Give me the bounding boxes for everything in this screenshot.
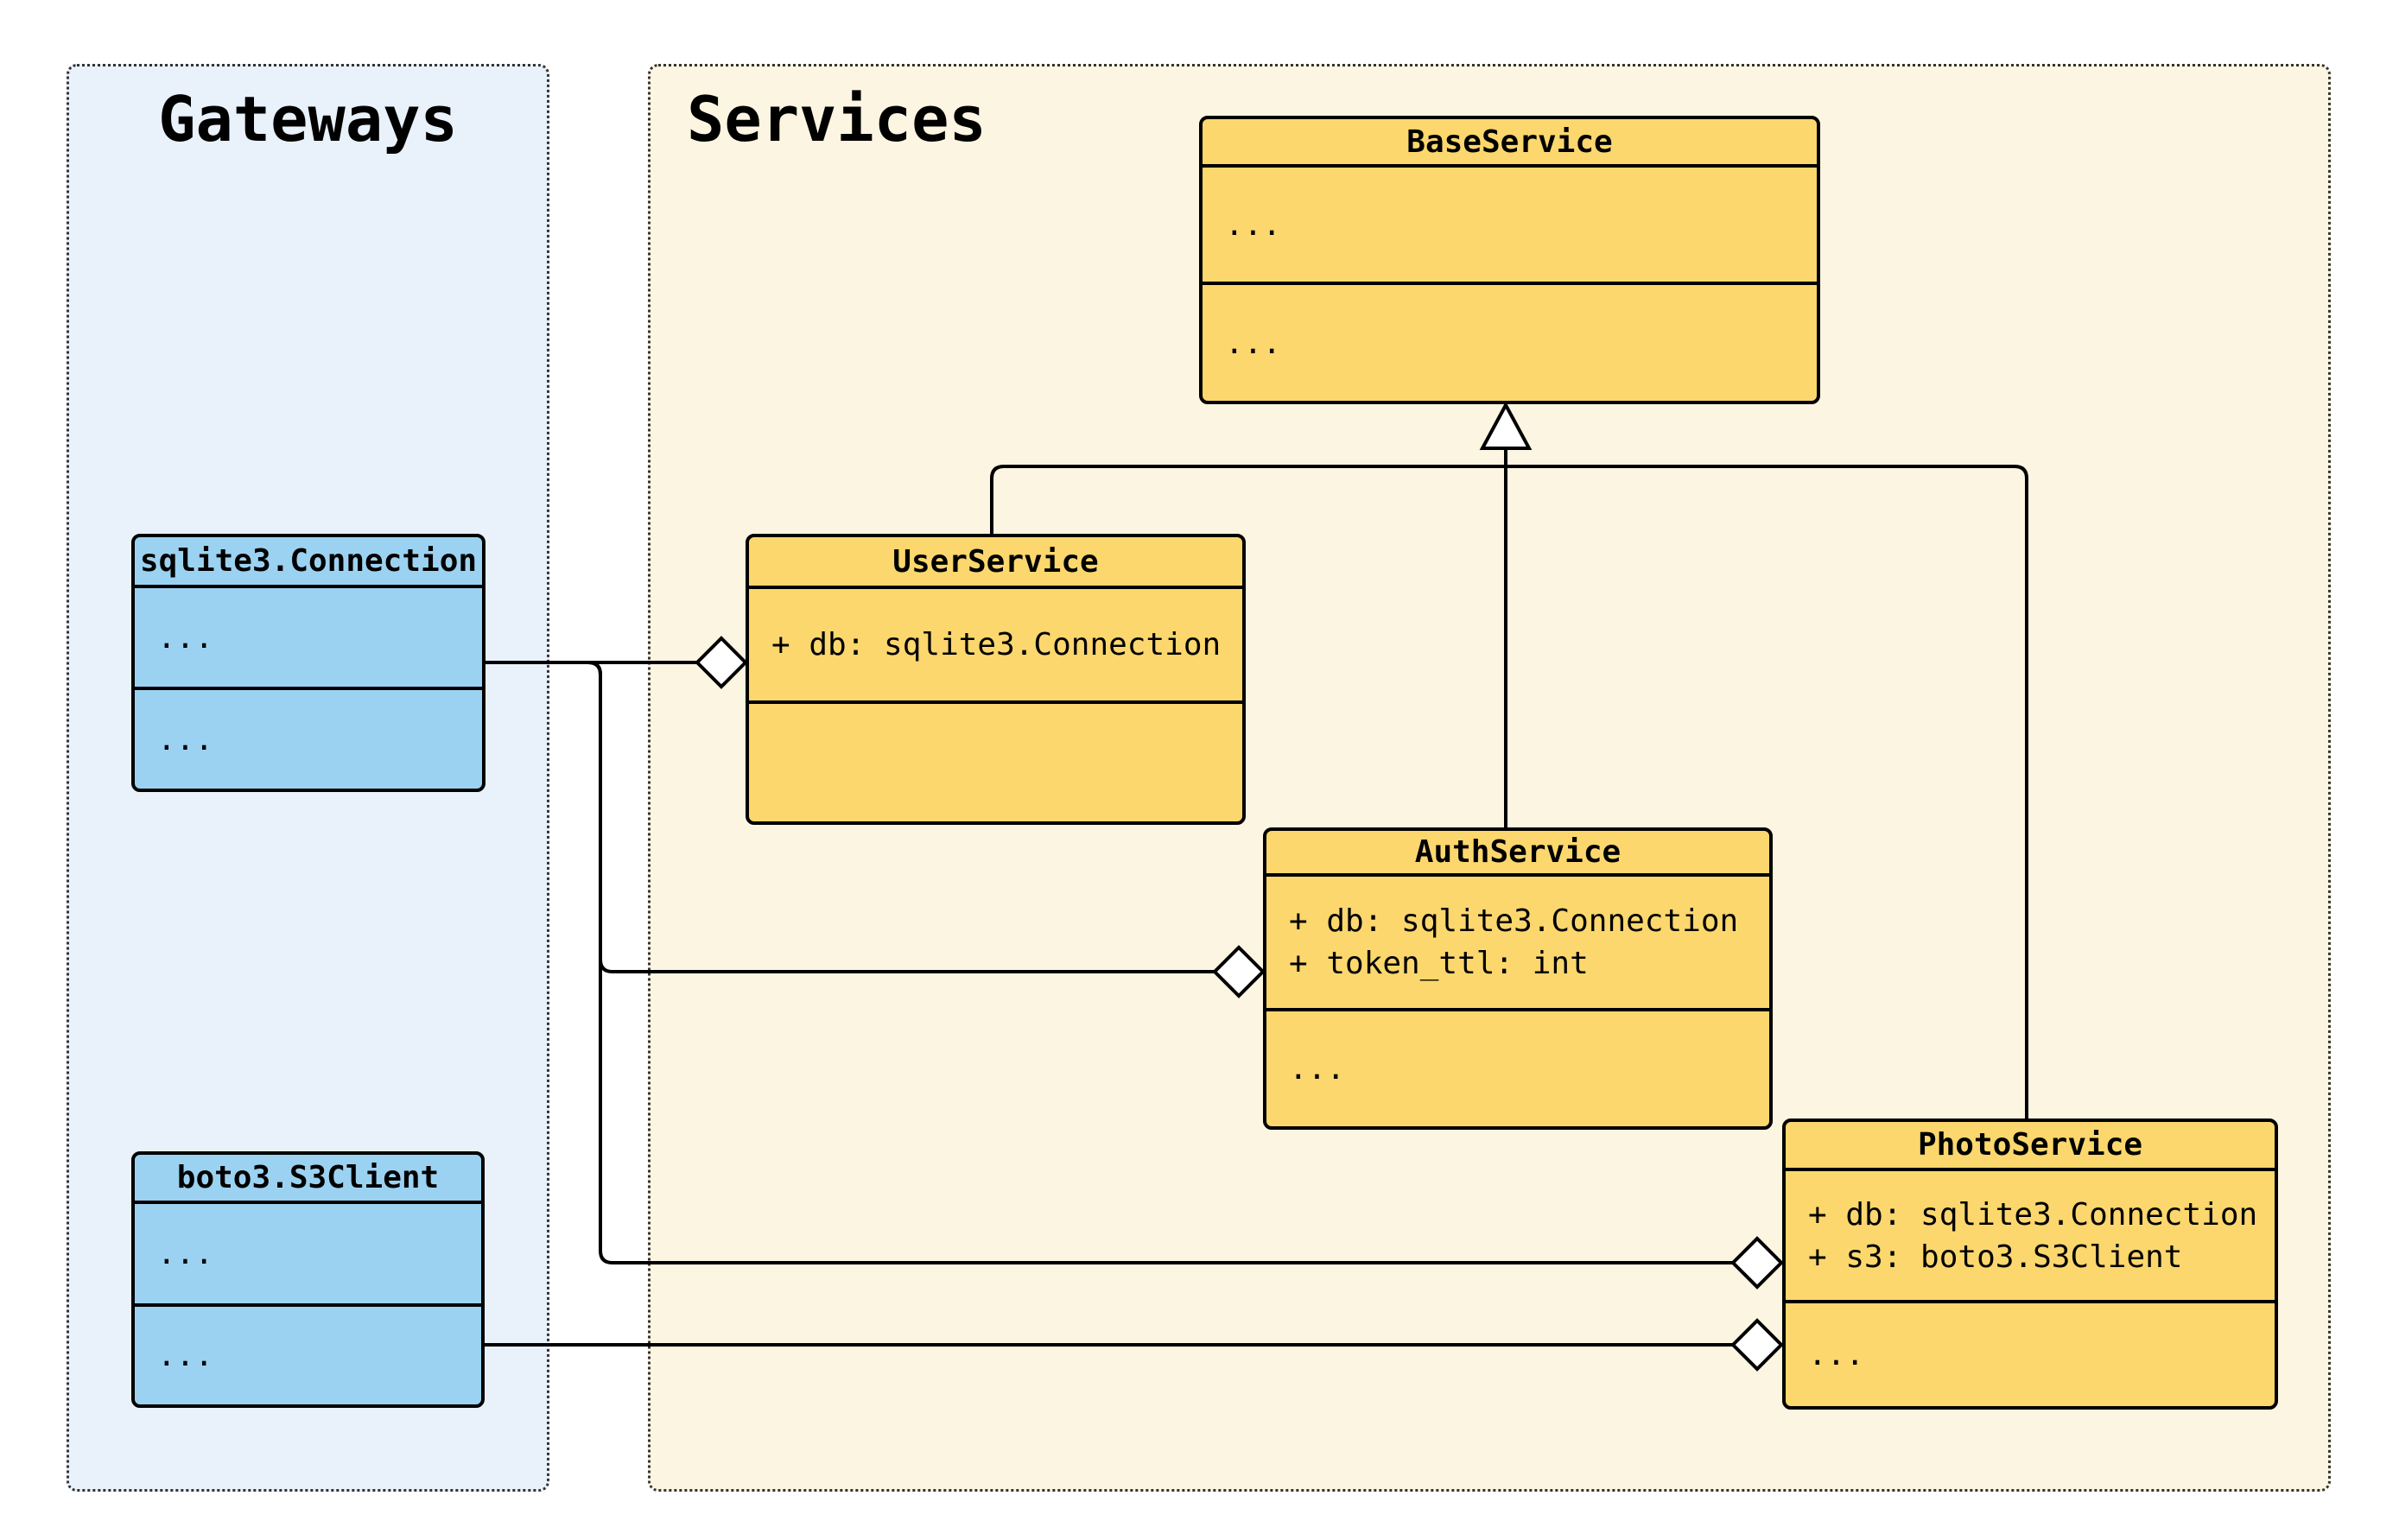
- method-line: ...: [1225, 325, 1282, 361]
- class-title: BaseService: [1203, 119, 1817, 168]
- methods-compartment: ...: [1266, 1011, 1769, 1126]
- method-line: ...: [1289, 1051, 1346, 1087]
- method-line: ...: [157, 1338, 214, 1373]
- aggregation-diamond-photoservice-s3-icon: [1730, 1318, 1784, 1372]
- gateways-panel-title: Gateways: [158, 83, 458, 155]
- edge-inheritance-bus: [990, 465, 2028, 1119]
- attributes-compartment: + db: sqlite3.Connection: [749, 589, 1242, 704]
- attributes-compartment: ...: [1203, 168, 1817, 285]
- edge-aggregation-connection-photoservice: [486, 661, 1733, 1264]
- attribute-line: + token_ttl: int: [1289, 946, 1589, 981]
- aggregation-diamond-userservice-icon: [695, 636, 748, 689]
- attributes-compartment: + db: sqlite3.Connection + s3: boto3.S3C…: [1786, 1171, 2275, 1303]
- methods-compartment: ...: [1786, 1303, 2275, 1406]
- attributes-compartment: + db: sqlite3.Connection + token_ttl: in…: [1266, 877, 1769, 1011]
- methods-compartment: ...: [1203, 285, 1817, 401]
- methods-compartment: ...: [135, 1307, 481, 1404]
- class-box-photoservice: PhotoService + db: sqlite3.Connection + …: [1782, 1119, 2278, 1410]
- attribute-line: + db: sqlite3.Connection: [771, 627, 1222, 662]
- attribute-line: + db: sqlite3.Connection: [1289, 903, 1739, 939]
- class-title: sqlite3.Connection: [135, 537, 482, 588]
- attribute-line: + s3: boto3.S3Client: [1808, 1239, 2183, 1275]
- class-title: UserService: [749, 537, 1242, 589]
- attributes-compartment: ...: [135, 588, 482, 690]
- class-box-authservice: AuthService + db: sqlite3.Connection + t…: [1263, 827, 1773, 1130]
- attribute-line: ...: [157, 619, 214, 656]
- class-title: PhotoService: [1786, 1122, 2275, 1171]
- method-line: ...: [157, 721, 214, 757]
- attribute-line: ...: [157, 1236, 214, 1271]
- methods-compartment: ...: [135, 690, 482, 789]
- aggregation-diamond-authservice-icon: [1212, 945, 1266, 998]
- class-title: AuthService: [1266, 831, 1769, 877]
- attribute-line: ...: [1225, 206, 1282, 243]
- class-box-userservice: UserService + db: sqlite3.Connection: [746, 534, 1246, 825]
- aggregation-diamond-photoservice-db-icon: [1730, 1236, 1784, 1290]
- class-box-boto3-s3client: boto3.S3Client ... ...: [131, 1151, 485, 1408]
- attribute-line: + db: sqlite3.Connection: [1808, 1196, 2258, 1233]
- attributes-compartment: ...: [135, 1204, 481, 1307]
- methods-compartment: [749, 704, 1242, 821]
- method-line: ...: [1808, 1337, 1865, 1372]
- services-panel-title: Services: [687, 83, 987, 155]
- class-box-sqlite3-connection: sqlite3.Connection ... ...: [131, 534, 486, 792]
- class-box-baseservice: BaseService ... ...: [1199, 116, 1820, 404]
- class-title: boto3.S3Client: [135, 1155, 481, 1204]
- inheritance-triangle-icon: [1479, 401, 1533, 450]
